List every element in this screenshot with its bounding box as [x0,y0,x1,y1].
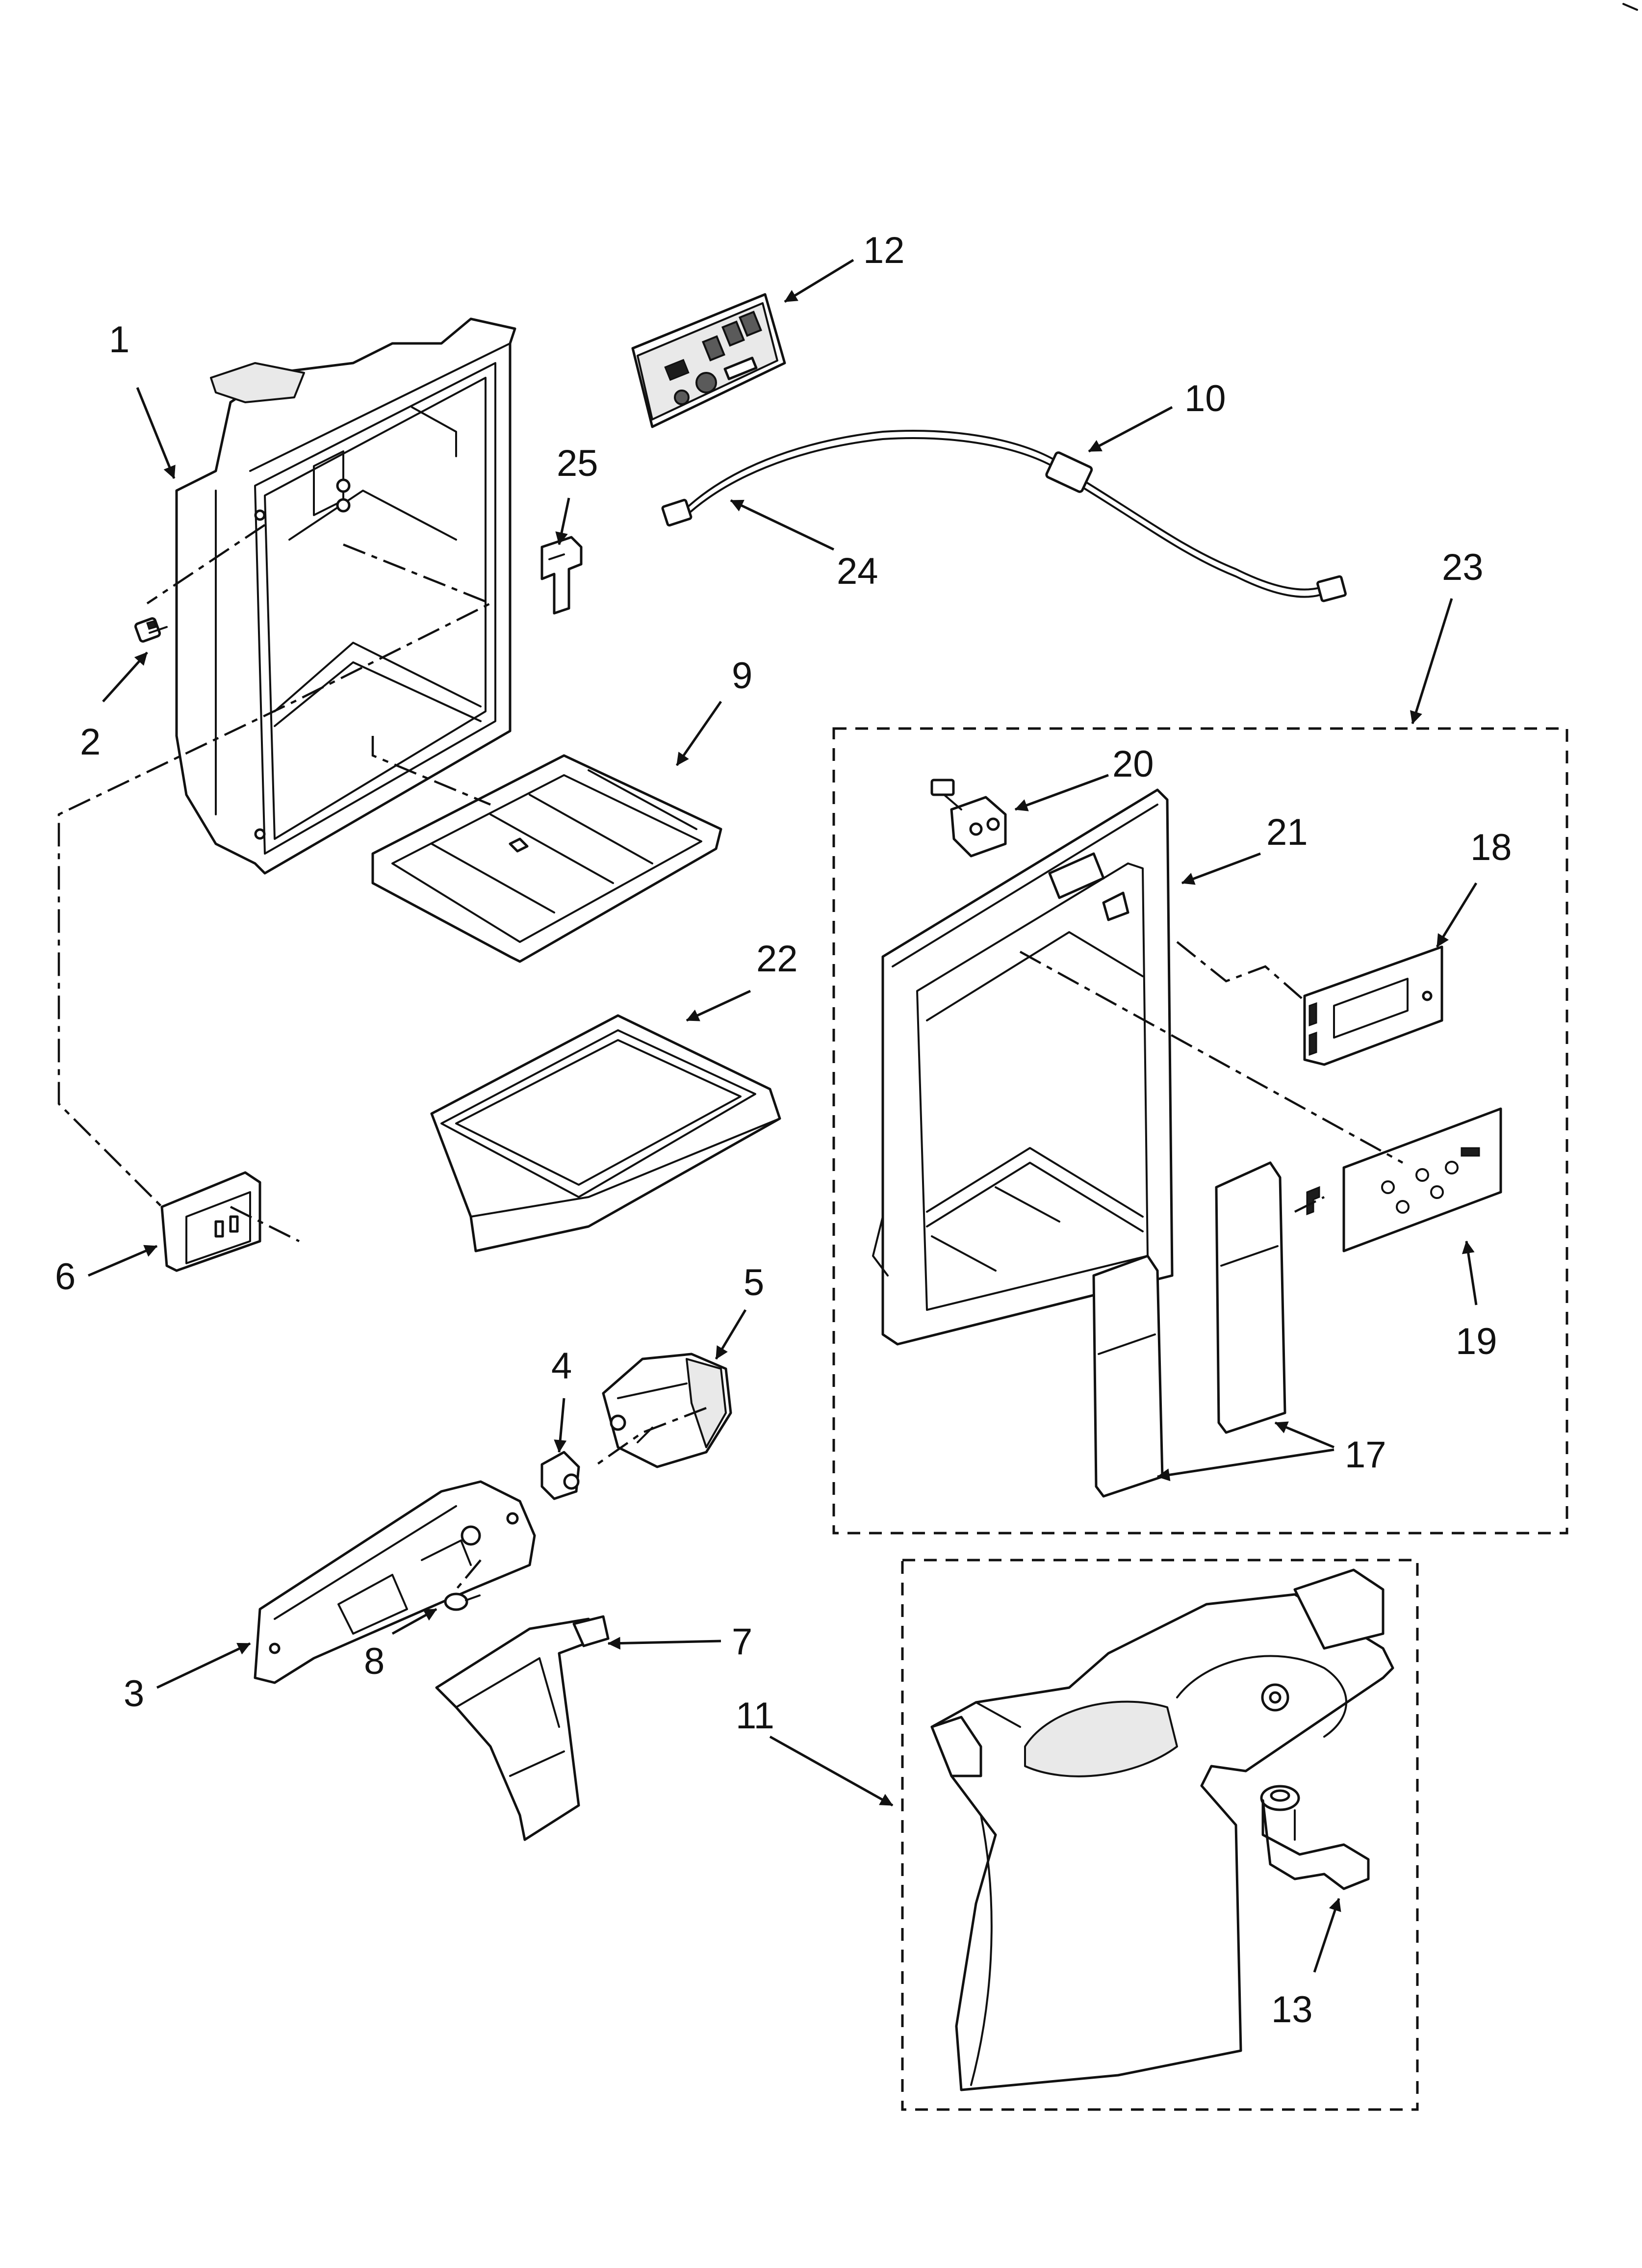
callout-2: 2 [80,721,101,763]
callout-23: 23 [1442,547,1484,588]
callout-9: 9 [732,655,752,697]
part-8-screw [444,1592,481,1611]
callout-12: 12 [863,230,905,271]
callout-24: 24 [837,550,878,592]
part-7-lever [435,1615,610,1841]
leader-lines [88,259,1478,1973]
part-20-switch [930,779,1007,858]
callout-17: 17 [1345,1434,1386,1476]
part-17-paddles [1092,1161,1286,1498]
part-3-actuator-bracket [254,1480,536,1684]
part-19-control-panel [1306,1107,1502,1252]
part-6-switch [160,1171,261,1272]
alignment-lines [57,524,1404,1590]
part-4-knob [540,1451,580,1500]
callout-10: 10 [1184,378,1226,419]
part-1-housing [175,317,516,875]
part-11-ice-chute [930,1568,1394,2091]
callout-1: 1 [109,319,129,361]
part-9-tray [371,754,722,963]
callout-5: 5 [744,1262,764,1303]
callout-25: 25 [557,443,598,484]
callout-20: 20 [1112,743,1154,785]
callout-6: 6 [55,1256,76,1298]
callout-19: 19 [1456,1321,1497,1362]
callout-22: 22 [756,938,798,980]
callout-8: 8 [364,1641,385,1682]
part-21-dispenser-bezel [872,788,1174,1346]
part-13-fitting [1260,1785,1370,1890]
callout-21: 21 [1266,811,1308,853]
callout-4: 4 [551,1345,572,1387]
callout-18: 18 [1470,827,1512,868]
callout-11: 11 [736,1695,774,1737]
part-22-drip-tray [430,1014,781,1252]
corner-mark [1622,3,1638,11]
callout-labels: 1 2 3 4 5 6 7 8 9 10 11 12 13 17 18 19 2… [55,230,1512,2031]
assembly-23-box [832,727,1568,1535]
callout-7: 7 [732,1621,752,1663]
assembly-11-box [901,1559,1419,2111]
callout-3: 3 [124,1673,144,1715]
part-5-motor [602,1353,732,1468]
part-12-control-board [631,293,786,428]
part-25-bracket [540,536,583,615]
part-2-screw [134,617,168,643]
part-18-bracket-plate [1303,945,1443,1066]
part-10-24-wire-harness [661,430,1347,602]
callout-13: 13 [1271,1989,1313,2031]
